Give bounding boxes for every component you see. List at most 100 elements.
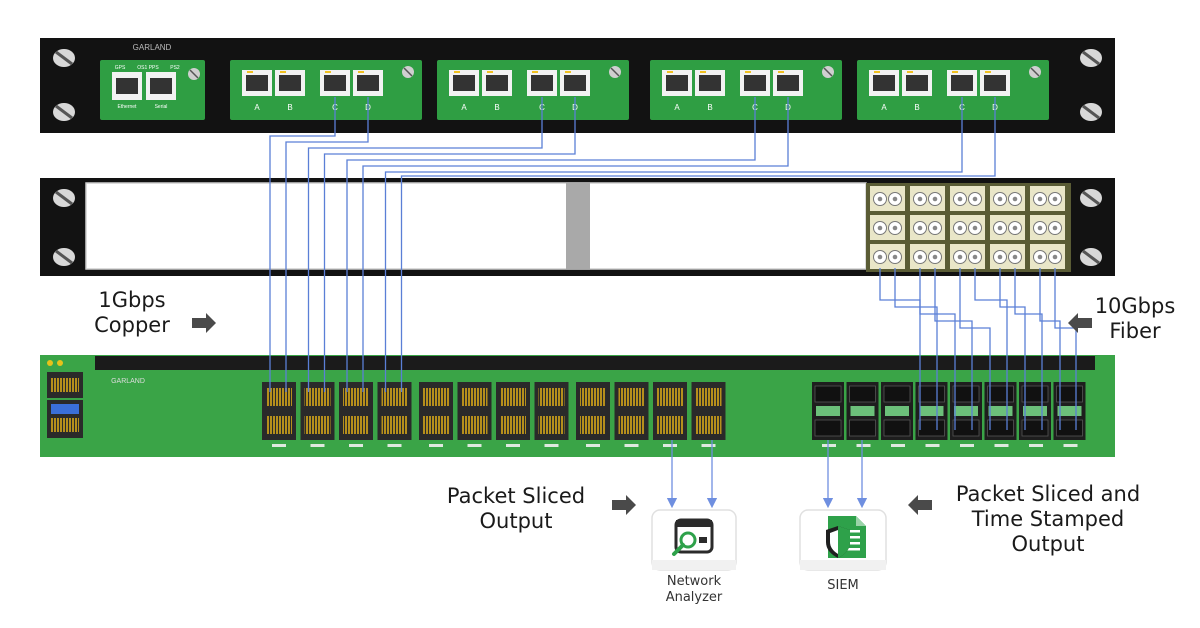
tap-port-label: B	[494, 103, 499, 112]
sliced-output-line2: Output	[479, 509, 553, 534]
stamped-output-line3: Output	[1011, 532, 1085, 557]
arrow-right-icon	[612, 495, 636, 515]
cable-line	[269, 97, 336, 392]
fiber-lc-port[interactable]	[870, 215, 905, 240]
sfp-port-pair[interactable]	[846, 382, 879, 447]
cable-line	[285, 97, 369, 392]
tap-port-label: A	[461, 103, 467, 112]
sfp-port-pair[interactable]	[812, 382, 844, 447]
rack-screw-icon	[53, 49, 1102, 121]
fiber-lc-port[interactable]	[990, 244, 1025, 269]
cable-line	[1014, 268, 1043, 430]
fiber-label-medium: Fiber	[1109, 319, 1161, 344]
copper-label-speed: 1Gbps	[98, 288, 166, 312]
copper-port-pair[interactable]	[576, 382, 610, 447]
fiber-lc-port[interactable]	[990, 186, 1025, 211]
patch-cables	[269, 97, 1077, 509]
cable-line	[362, 97, 789, 392]
switch-uplink-ports	[47, 360, 83, 438]
fiber-lc-port[interactable]	[870, 186, 905, 211]
tap-port-label: B	[914, 103, 919, 112]
direction-arrows	[192, 313, 1092, 515]
fiber-lc-port[interactable]	[1030, 215, 1065, 240]
cable-line	[974, 268, 1008, 430]
siem-label: SIEM	[827, 578, 859, 593]
copper-port-pair[interactable]	[300, 382, 335, 447]
cable-line	[1054, 268, 1077, 430]
copper-port-pair[interactable]	[339, 382, 373, 447]
tap-port-label: B	[287, 103, 292, 112]
brand-logo-switch: GARLAND	[111, 378, 145, 385]
tap-port-label: A	[254, 103, 260, 112]
stamped-output-label: Packet Sliced and Time Stamped Output	[942, 482, 1154, 558]
mgmt-label-gps: GPS	[115, 65, 126, 71]
fiber-label-speed: 10Gbps	[1094, 294, 1176, 318]
fiber-lc-port[interactable]	[910, 186, 945, 211]
fiber-lc-port[interactable]	[910, 215, 945, 240]
fiber-lc-port[interactable]	[990, 215, 1025, 240]
switch-vent-strip	[95, 356, 1095, 370]
network-analyzer-icon	[672, 518, 714, 556]
patch-panel-blank	[85, 182, 867, 270]
tap-port-label: A	[674, 103, 680, 112]
fiber-lc-port[interactable]	[870, 244, 905, 269]
cable-line	[400, 97, 996, 392]
patch-panel	[40, 178, 1115, 276]
fiber-lc-port[interactable]	[950, 244, 985, 269]
cable-line	[1039, 268, 1061, 430]
copper-port-pair[interactable]	[691, 382, 726, 447]
sfp-port-pair[interactable]	[1053, 382, 1086, 447]
copper-port-pair[interactable]	[496, 382, 530, 447]
sliced-output-label: Packet Sliced Output	[428, 484, 604, 534]
stamped-output-line1: Packet Sliced and	[955, 482, 1141, 506]
siem-tool[interactable]	[799, 509, 887, 571]
ethernet-switch: GARLAND	[40, 355, 1115, 457]
cable-line	[959, 268, 991, 430]
copper-port-pair[interactable]	[614, 382, 649, 447]
cable-line	[934, 268, 973, 430]
fiber-lc-port[interactable]	[1030, 244, 1065, 269]
cable-line	[307, 97, 543, 392]
sfp-port-pair[interactable]	[984, 382, 1017, 447]
network-analyzer-label-line1: Network	[666, 574, 722, 589]
cable-line	[879, 268, 921, 430]
fiber-lc-port[interactable]	[950, 215, 985, 240]
cable-line	[999, 268, 1026, 430]
mgmt-label-ps2: PS2	[170, 65, 180, 71]
copper-port-pair[interactable]	[457, 382, 492, 447]
stamped-output-line2: Time Stamped	[971, 507, 1125, 532]
rack-screw-icon	[53, 189, 1102, 266]
arrow-right-icon	[192, 313, 216, 333]
copper-port-pair[interactable]	[377, 382, 412, 447]
mgmt-label-pps: OS1 PPS	[137, 65, 159, 71]
fiber-lc-port[interactable]	[1030, 186, 1065, 211]
sfp-port-pair[interactable]	[1019, 382, 1051, 447]
cable-line	[894, 268, 938, 430]
sfp-port-pair[interactable]	[881, 382, 913, 447]
copper-port-pair[interactable]	[653, 382, 687, 447]
network-analyzer-label: Network Analyzer	[640, 574, 748, 605]
tap-port-label: A	[881, 103, 887, 112]
tap-rack-unit: GARLAND GPS OS1 PPS PS2 Ethernet Serial …	[40, 38, 1115, 133]
network-analyzer-tool[interactable]	[651, 509, 737, 571]
copper-port-pair[interactable]	[262, 382, 296, 447]
sfp-port-pair[interactable]	[915, 382, 948, 447]
management-module: GPS OS1 PPS PS2 Ethernet Serial	[100, 60, 205, 120]
cable-line	[323, 97, 576, 392]
fiber-lc-port[interactable]	[950, 186, 985, 211]
sliced-output-line1: Packet Sliced	[446, 484, 586, 508]
network-analyzer-label-line2: Analyzer	[665, 589, 723, 605]
copper-label: 1Gbps Copper	[82, 288, 182, 338]
fiber-lc-port[interactable]	[910, 244, 945, 269]
patch-panel-divider	[566, 183, 590, 269]
mgmt-label-serial: Serial	[155, 104, 168, 110]
copper-port-pair[interactable]	[534, 382, 569, 447]
cable-line	[346, 97, 756, 392]
cable-line	[919, 268, 956, 430]
copper-port-pair[interactable]	[419, 382, 453, 447]
